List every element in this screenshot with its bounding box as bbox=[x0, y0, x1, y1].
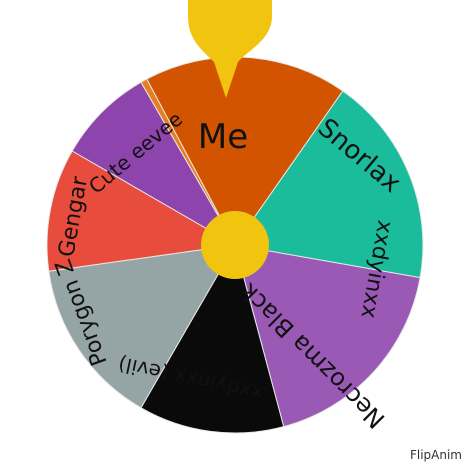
flipanim-watermark: FlipAnim bbox=[409, 448, 462, 462]
wheel-segment-8[interactable] bbox=[140, 78, 236, 246]
wheel-hub[interactable] bbox=[201, 211, 269, 279]
wheel-pointer bbox=[188, 0, 272, 98]
wheel-segment-3[interactable] bbox=[234, 244, 421, 428]
wheel-segment-7[interactable] bbox=[71, 81, 237, 247]
wheel-segment-1[interactable] bbox=[146, 56, 344, 246]
wheel-segment-4[interactable] bbox=[140, 243, 285, 434]
wheel-segment-2[interactable] bbox=[234, 90, 424, 279]
segment-label-me: Me bbox=[198, 117, 248, 157]
wheel-segment-6[interactable] bbox=[46, 150, 237, 272]
wheel-segment-5[interactable] bbox=[48, 244, 236, 409]
